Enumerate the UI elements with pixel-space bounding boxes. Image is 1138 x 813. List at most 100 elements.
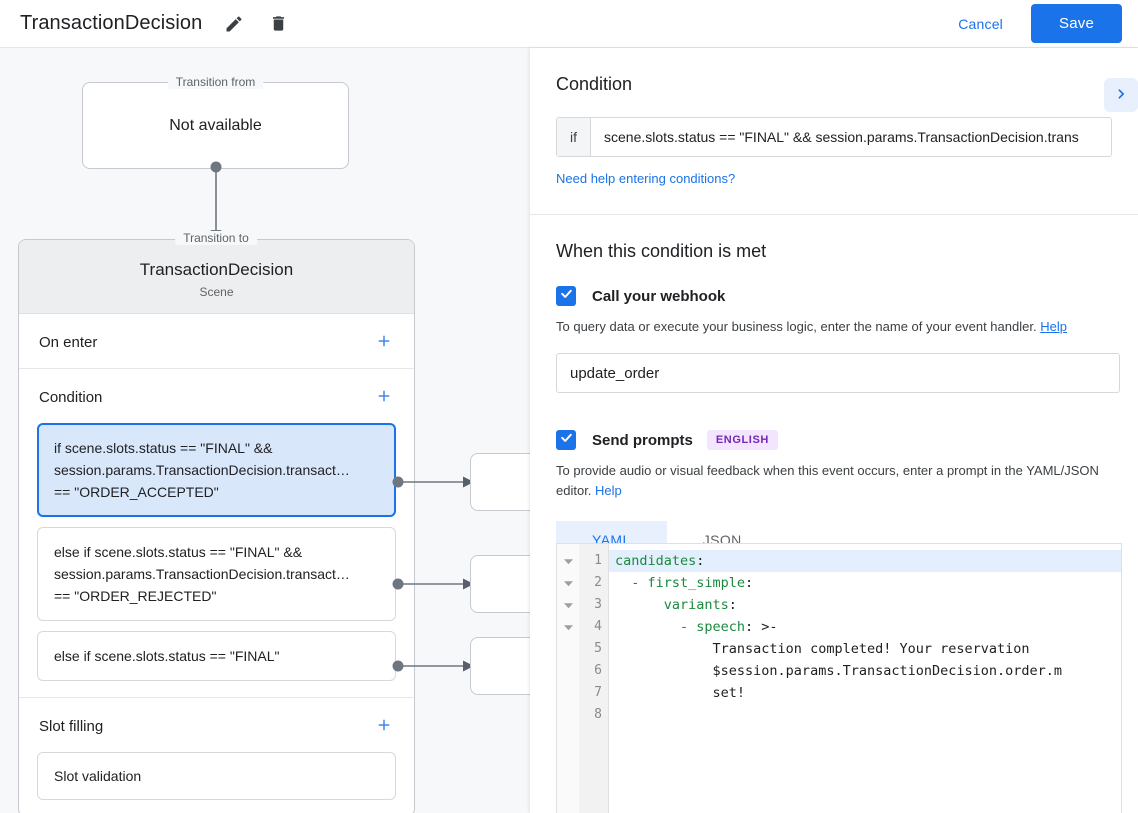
transition-from-legend: Transition from [167,75,264,89]
call-webhook-checkbox[interactable] [556,286,576,306]
section-title-condition: Condition [39,388,103,406]
yaml-text: $session.params.TransactionDecision.orde… [615,663,1063,679]
webhook-row: Call your webhook [556,286,1112,306]
send-prompts-label: Send prompts [592,431,693,449]
code-line: - speech: >- [609,616,1121,638]
line-number: 4 [594,619,602,634]
line-number: 1 [594,553,602,568]
section-on-enter: On enter [19,314,414,369]
line-number: 5 [594,641,602,656]
transition-from-box: Transition from Not available [82,75,349,169]
fold-toggle[interactable] [557,572,579,594]
condition-line-1: if scene.slots.status == "FINAL" && [54,440,273,456]
if-label: if [557,118,591,156]
code-line: variants: [609,594,1121,616]
yaml-punct: : [696,553,705,569]
code-line: - first_simple: [609,572,1121,594]
code-line: $session.params.TransactionDecision.orde… [609,660,1121,682]
fold-toggle[interactable] [557,594,579,616]
condition-line-3: == "ORDER_REJECTED" [54,588,217,604]
transition-target-box[interactable] [470,453,530,511]
editor-fold-column [557,544,579,813]
edit-button[interactable] [222,12,246,36]
pencil-icon [224,14,244,34]
code-line: set! [609,682,1121,704]
code-line [609,704,1121,726]
yaml-key: variants [615,597,729,613]
line-number: 3 [594,597,602,612]
condition-list-item[interactable]: else if scene.slots.status == "FINAL" &&… [37,527,396,621]
code-line: candidates: [609,550,1121,572]
top-bar-actions: Cancel Save [944,4,1138,43]
prompts-hint: To provide audio or visual feedback when… [556,461,1112,501]
scene-canvas[interactable]: Transition from Not available Transition… [0,48,530,813]
expand-panel-button[interactable] [1104,78,1138,112]
scene-header[interactable]: TransactionDecision Scene [19,240,414,314]
condition-line-2: session.params.TransactionDecision.trans… [54,462,350,478]
condition-section: Condition if Need help entering conditio… [530,48,1138,215]
transition-target-box[interactable] [470,637,530,695]
checkmark-icon [559,286,574,306]
condition-input-row[interactable]: if [556,117,1112,157]
code-line: Transaction completed! Your reservation [609,638,1121,660]
yaml-punct: : >- [745,619,778,635]
cancel-button[interactable]: Cancel [944,7,1017,41]
condition-heading: Condition [556,74,633,94]
section-slot-filling: Slot filling Slot validation [19,698,414,813]
slot-validation-item[interactable]: Slot validation [37,752,396,800]
yaml-text: Transaction completed! Your reservation [615,641,1030,657]
scene-type: Scene [199,285,234,299]
plus-icon [375,387,393,408]
webhook-handler-input[interactable] [556,353,1120,393]
condition-line-1: else if scene.slots.status == "FINAL" [54,648,280,664]
add-slot-filling-button[interactable] [374,716,394,736]
language-badge: ENGLISH [706,430,778,450]
chevron-right-icon [1111,84,1131,107]
condition-line-1: else if scene.slots.status == "FINAL" && [54,544,303,560]
checkmark-icon [559,430,574,450]
add-on-enter-button[interactable] [374,332,394,352]
prompts-row: Send prompts ENGLISH [556,430,1112,450]
line-number: 8 [594,707,602,722]
yaml-key: - first_simple [615,575,746,591]
line-number: 2 [594,575,602,590]
send-prompts-checkbox[interactable] [556,430,576,450]
transition-to-legend: Transition to [175,231,257,245]
yaml-text: set! [615,685,746,701]
call-webhook-label: Call your webhook [592,287,726,305]
condition-list-item[interactable]: else if scene.slots.status == "FINAL" [37,631,396,681]
webhook-help-link[interactable]: Help [1040,319,1067,334]
condition-list-item[interactable]: if scene.slots.status == "FINAL" && sess… [37,423,396,517]
when-condition-met-section: When this condition is met Call your web… [530,215,1138,559]
fold-toggle[interactable] [557,550,579,572]
yaml-key: candidates [615,553,697,569]
scene-name: TransactionDecision [139,260,294,279]
condition-expression-input[interactable] [591,118,1111,156]
prompts-hint-text: To provide audio or visual feedback when… [556,463,1099,498]
when-met-heading: When this condition is met [556,241,767,261]
section-title-slot-filling: Slot filling [39,717,104,735]
transition-target-box[interactable] [470,555,530,613]
add-condition-button[interactable] [374,387,394,407]
transition-from-value: Not available [169,116,262,134]
editor-code-area[interactable]: candidates: - first_simple: variants: - … [609,544,1121,813]
delete-button[interactable] [266,12,290,36]
condition-help-link[interactable]: Need help entering conditions? [556,171,736,186]
line-number: 7 [594,685,602,700]
section-title-on-enter: On enter [39,333,98,351]
section-condition: Condition if scene.slots.status == "FINA… [19,369,414,698]
line-number: 6 [594,663,602,678]
yaml-punct: : [745,575,754,591]
fold-toggle[interactable] [557,616,579,638]
condition-line-2: session.params.TransactionDecision.trans… [54,566,350,582]
editor-line-numbers: 1 2 3 4 5 6 7 8 [579,544,609,813]
prompts-help-link[interactable]: Help [595,483,622,498]
save-button[interactable]: Save [1031,4,1122,43]
webhook-hint-text: To query data or execute your business l… [556,319,1037,334]
yaml-punct: : [728,597,737,613]
yaml-key: - speech [615,619,746,635]
plus-icon [375,332,393,353]
yaml-editor[interactable]: 1 2 3 4 5 6 7 8 candidates: - first_simp… [556,543,1122,813]
condition-line-3: == "ORDER_ACCEPTED" [54,484,219,500]
